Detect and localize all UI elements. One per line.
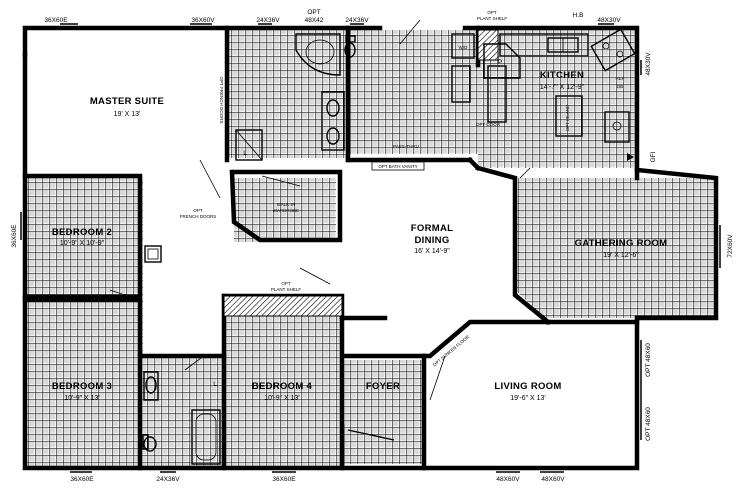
formal-dining-dim: 16' X 14'-9" bbox=[414, 248, 450, 255]
opt-bath-marker bbox=[371, 161, 425, 171]
gathering-room-name: GATHERING ROOM bbox=[575, 238, 668, 249]
wall-living-angle bbox=[341, 319, 551, 359]
kitchen-island bbox=[555, 95, 583, 137]
win-top-3: 24X36V bbox=[256, 17, 280, 24]
note-plant-shelf-top-1: OPT bbox=[487, 10, 497, 15]
bedroom4-floor bbox=[224, 300, 342, 466]
room-labels: MASTER SUITE 19' X 13' BEDROOM 2 10'-9" … bbox=[52, 70, 667, 402]
win-right-3: OPT 48X60 bbox=[645, 343, 652, 377]
win-top-2: 36X60V bbox=[191, 17, 215, 24]
bedroom2-floor bbox=[25, 178, 143, 296]
note-plant-shelf-mid-2: PLANT SHELF bbox=[271, 287, 301, 292]
bedroom4-dim: 10'-9" X 13' bbox=[264, 395, 300, 402]
gathering-room-floor bbox=[515, 178, 715, 318]
note-island: OPT ISLAND bbox=[565, 104, 570, 131]
wall-kitchen-corner bbox=[466, 156, 482, 172]
utility-floor bbox=[350, 30, 478, 154]
kitchen-name: KITCHEN bbox=[540, 70, 584, 81]
foyer-floor bbox=[344, 360, 424, 464]
wall-top-left bbox=[22, 25, 383, 58]
win-top-5: 48X30V bbox=[597, 17, 621, 24]
formal-dining-name2: DINING bbox=[414, 235, 449, 246]
note-ref: REF bbox=[616, 76, 625, 81]
win-top-opt-size: 48X42 bbox=[305, 17, 324, 24]
win-bottom-3: 36X60E bbox=[272, 476, 296, 483]
living-room-name: LIVING ROOM bbox=[494, 381, 561, 392]
tiled-floors bbox=[25, 30, 715, 466]
win-bottom-5: 48X60V bbox=[541, 476, 565, 483]
master-bath-floor bbox=[229, 30, 348, 158]
gfi-marker bbox=[627, 153, 634, 161]
note-plant-shelf-mid-1: OPT bbox=[281, 281, 291, 286]
pantry bbox=[483, 43, 521, 79]
win-top-opt: OPT bbox=[307, 9, 320, 16]
washer-dryer bbox=[451, 33, 475, 59]
window-labels: 36X60E 36X60V 24X36V OPT 48X42 24X36V 48… bbox=[11, 9, 734, 483]
note-gfi: GFI bbox=[650, 151, 657, 162]
exterior-walls bbox=[22, 25, 719, 471]
bedroom2-name: BEDROOM 2 bbox=[52, 227, 112, 238]
plant-shelf-hatch-mid bbox=[223, 295, 343, 317]
wardrobe-line2: WARDROBE bbox=[273, 208, 299, 213]
bedroom2-dim: 10'-9" X 10'-9" bbox=[60, 240, 105, 247]
win-bottom-2: 24X36V bbox=[156, 476, 180, 483]
note-wd: W/D bbox=[459, 45, 468, 50]
note-pass-thru: PASS-THRU bbox=[393, 144, 419, 149]
living-room-dim: 19'-6" X 13' bbox=[510, 395, 546, 402]
note-opt-door: OPT DOOR bbox=[476, 122, 501, 127]
win-bottom-4: 48X60V bbox=[496, 476, 520, 483]
wall-wardrobe bbox=[229, 169, 343, 243]
master-tub bbox=[295, 33, 341, 76]
bedroom2-wh bbox=[144, 245, 162, 263]
plant-shelf-hatch-top bbox=[477, 29, 499, 61]
master-suite-name: MASTER SUITE bbox=[90, 96, 164, 107]
note-opt-bath-vanity: OPT BATH VANITY bbox=[378, 164, 417, 169]
note-plant-shelf-top-2: PLANT SHELF bbox=[477, 16, 507, 21]
bedroom3-dim: 10'-9" X 13' bbox=[64, 395, 100, 402]
bath3-tub bbox=[191, 409, 221, 465]
note-hb: H.B bbox=[573, 12, 584, 19]
win-bottom-1: 36X60E bbox=[70, 476, 94, 483]
master-suite-dim: 19' X 13' bbox=[114, 111, 141, 118]
front-door bbox=[347, 429, 395, 441]
foyer-name: FOYER bbox=[366, 381, 400, 392]
win-right-4: OPT 48X60 bbox=[645, 407, 652, 441]
win-right-1: 48X30V bbox=[645, 52, 652, 76]
kitchen-dim: 14'-7" X 12'-9" bbox=[540, 84, 585, 91]
bedroom4-name: BEDROOM 4 bbox=[252, 381, 313, 392]
fixtures bbox=[109, 19, 636, 466]
wall-bottom-left bbox=[22, 52, 345, 471]
note-french-doors-1: OPT bbox=[193, 208, 203, 213]
kitchen-range bbox=[590, 28, 636, 72]
note-opt-french-doors: OPT FRENCH DOORS bbox=[219, 77, 224, 124]
note-db: DB bbox=[617, 84, 623, 89]
window-ticks bbox=[20, 23, 721, 473]
kitchen-counter-top bbox=[499, 33, 589, 57]
gathering-room-dim: 19' X 12'-6" bbox=[603, 252, 639, 259]
formal-dining-name: FORMAL bbox=[411, 223, 453, 234]
note-french-doors-2: FRENCH DOORS bbox=[180, 214, 217, 219]
note-linen: L bbox=[243, 150, 247, 157]
win-left-1: 36X60E bbox=[11, 224, 18, 248]
note-linen2: L bbox=[213, 381, 217, 388]
win-top-1: 36X60E bbox=[44, 17, 68, 24]
win-right-2: 72X60V bbox=[727, 234, 734, 258]
bedroom3-name: BEDROOM 3 bbox=[52, 381, 112, 392]
wall-gathering-left bbox=[475, 165, 552, 326]
wall-top-right bbox=[341, 25, 719, 471]
wall-bedroom2 bbox=[22, 173, 143, 300]
wardrobe-line1: WALK-IN bbox=[277, 202, 296, 207]
win-top-4: 24X36V bbox=[345, 17, 369, 24]
bedroom3-floor bbox=[25, 300, 143, 466]
note-pantry: P bbox=[498, 59, 502, 66]
